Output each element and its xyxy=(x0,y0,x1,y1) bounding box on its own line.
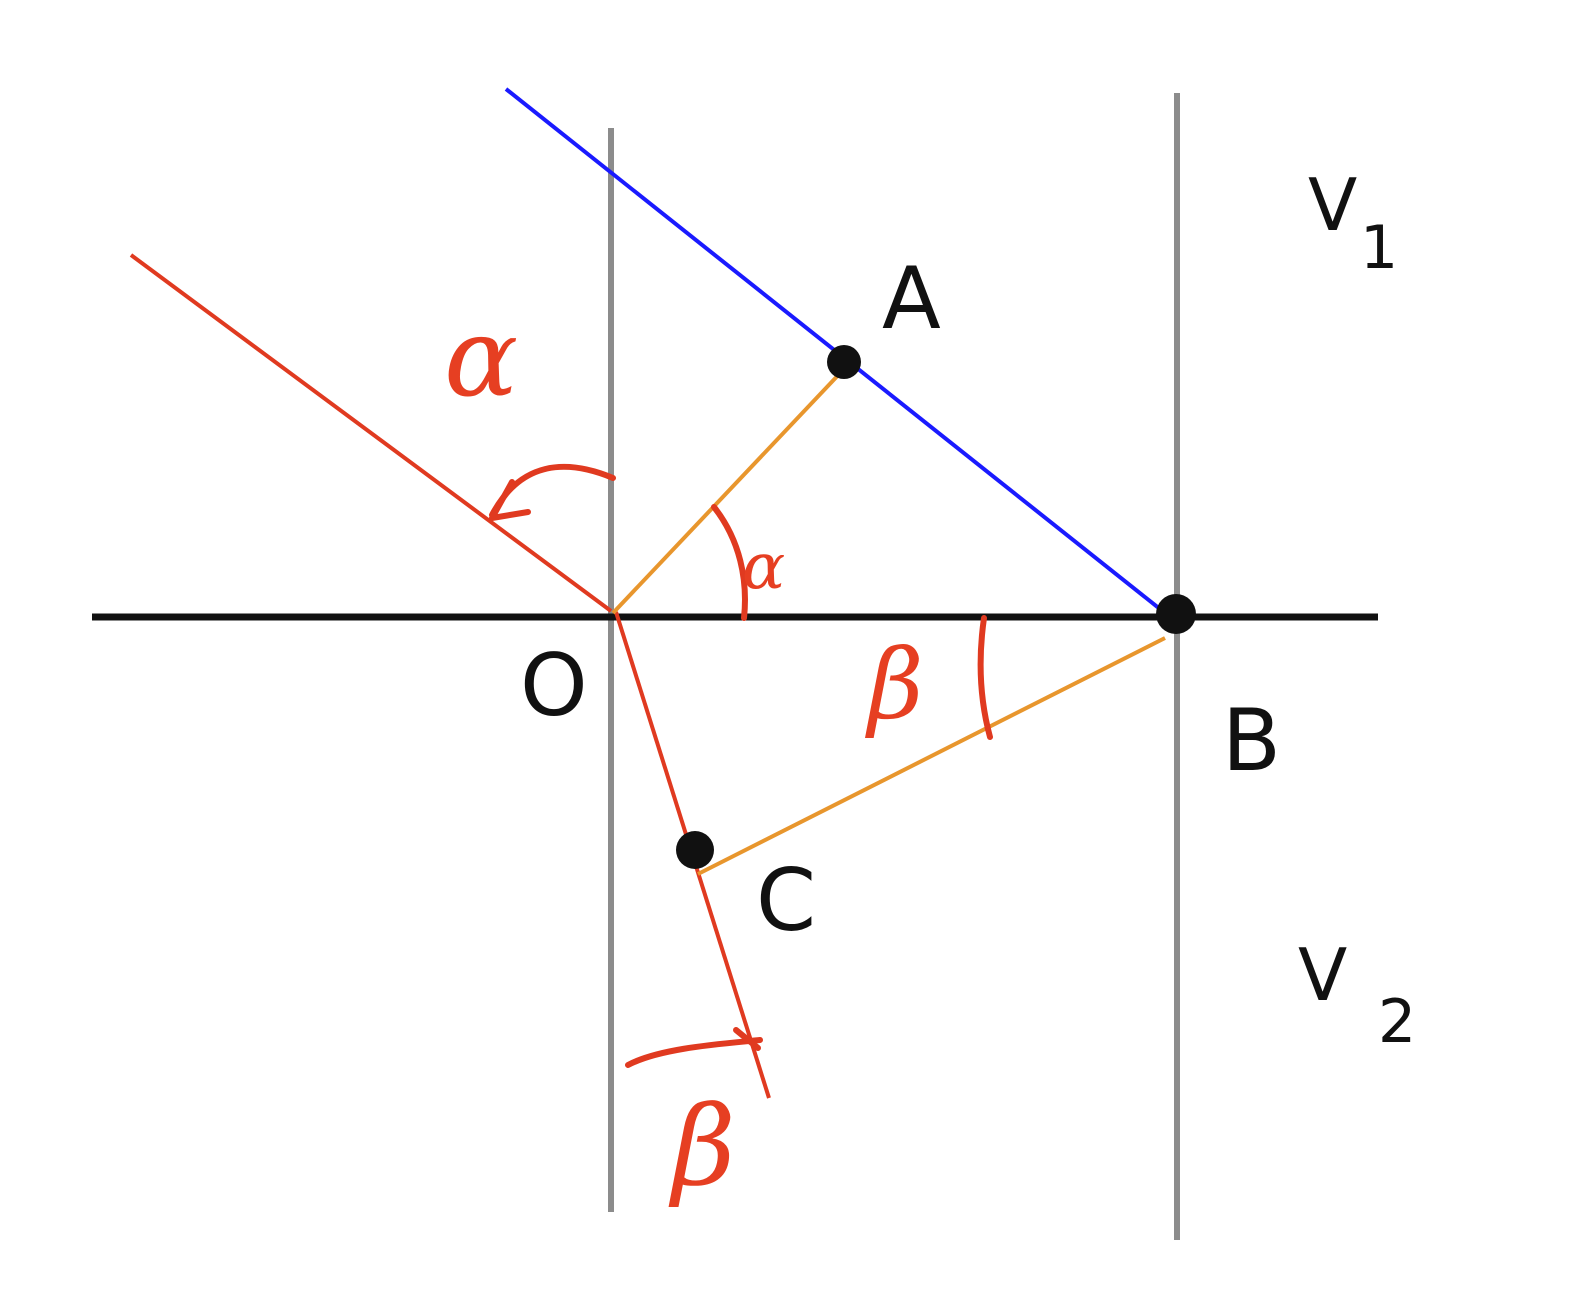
label-medium-1-subscript: 1 xyxy=(1360,213,1398,283)
segment-BC xyxy=(697,636,1166,876)
label-point-C: C xyxy=(756,851,816,951)
label-medium-2: V xyxy=(1298,933,1347,1017)
alpha-arc-incident-arrowhead xyxy=(489,479,531,521)
beta-arc-refracted xyxy=(625,1037,763,1068)
segment-OA xyxy=(611,367,846,615)
label-point-O: O xyxy=(520,636,588,736)
beta-arc-at-B xyxy=(977,615,993,740)
incident-ray xyxy=(129,253,613,613)
label-point-B: B xyxy=(1222,691,1281,791)
label-alpha-at-O: α xyxy=(742,530,785,604)
point-C-dot xyxy=(676,831,714,869)
point-B-dot xyxy=(1156,594,1196,634)
beta-arc-refracted-tick xyxy=(733,1027,761,1051)
point-A-dot xyxy=(827,345,861,379)
alpha-arc-at-O xyxy=(711,504,748,621)
label-beta-at-B: β xyxy=(865,629,924,741)
label-point-A: A xyxy=(882,249,941,349)
label-medium-1: V xyxy=(1308,163,1357,247)
label-beta-refracted: β xyxy=(668,1082,736,1210)
label-medium-2-subscript: 2 xyxy=(1378,987,1416,1057)
label-alpha-incident: α xyxy=(444,293,518,421)
